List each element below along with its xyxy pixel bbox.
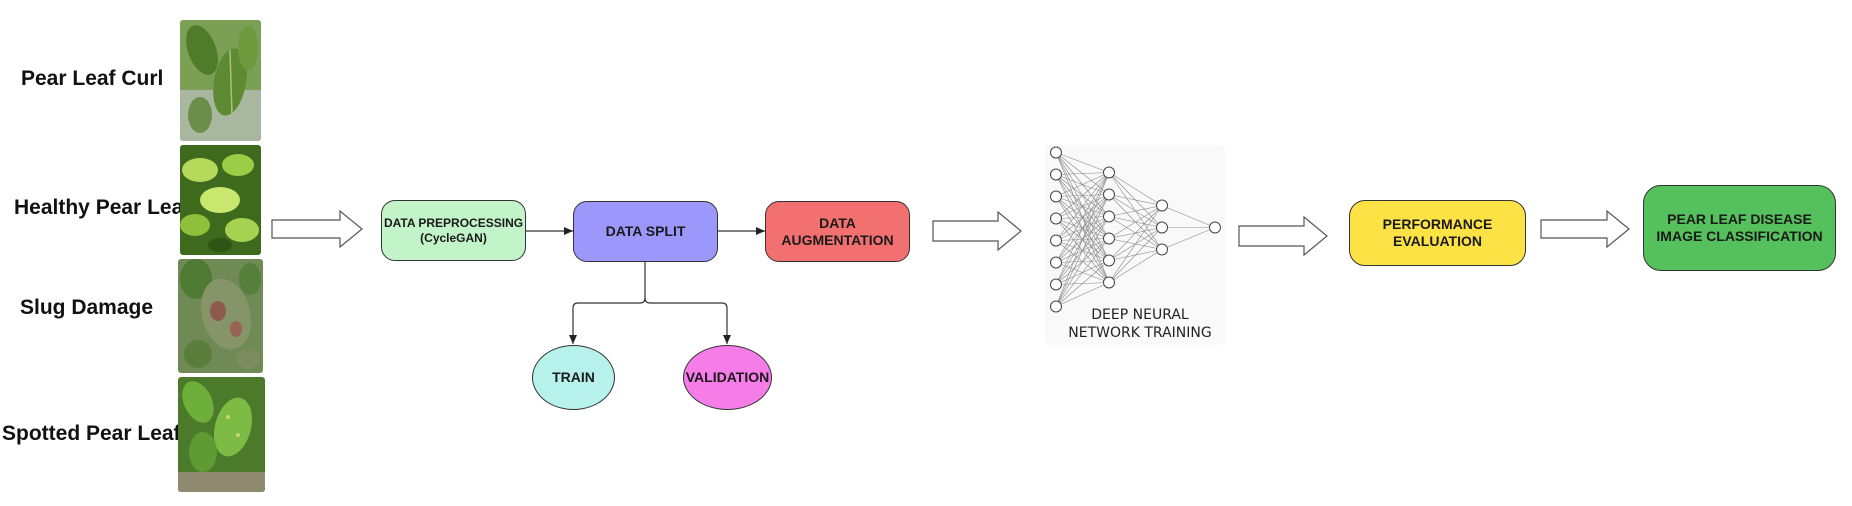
nn-node bbox=[1209, 221, 1221, 234]
performance-evaluation-label: PERFORMANCE EVALUATION bbox=[1382, 216, 1493, 249]
nn-node bbox=[1156, 221, 1168, 234]
nn-edge bbox=[1055, 238, 1110, 307]
nn-edge bbox=[1055, 282, 1110, 307]
data-augmentation-label: DATA AUGMENTATION bbox=[781, 214, 894, 248]
nn-edge bbox=[1108, 205, 1163, 261]
nn-node bbox=[1050, 190, 1062, 203]
nn-edge bbox=[1055, 172, 1110, 241]
nn-node bbox=[1103, 232, 1115, 245]
nn-edge bbox=[1055, 172, 1110, 175]
block-arrow-icon bbox=[271, 209, 363, 249]
nn-node bbox=[1156, 199, 1168, 212]
nn-edge bbox=[1055, 194, 1110, 307]
nn-edge bbox=[1055, 172, 1110, 285]
nn-edge bbox=[1055, 172, 1110, 263]
validation-node: VALIDATION bbox=[683, 345, 772, 410]
nn-node bbox=[1050, 212, 1062, 225]
neural-network-caption: DEEP NEURAL NETWORK TRAINING bbox=[1068, 307, 1212, 342]
leaf-class-label-healthy: Healthy Pear Leaf bbox=[14, 196, 191, 219]
nn-edge bbox=[1055, 172, 1110, 219]
connector-split-to-train bbox=[569, 262, 646, 344]
classification-output-box: PEAR LEAF DISEASE IMAGE CLASSIFICATION bbox=[1643, 185, 1836, 271]
nn-node bbox=[1103, 166, 1115, 179]
nn-node bbox=[1103, 254, 1115, 267]
nn-node bbox=[1050, 146, 1062, 159]
nn-edge bbox=[1108, 172, 1163, 206]
leaf-photo-healthy bbox=[180, 145, 261, 255]
nn-edge bbox=[1055, 172, 1110, 197]
nn-edge bbox=[1108, 205, 1163, 283]
nn-node bbox=[1103, 276, 1115, 289]
leaf-class-label-curl: Pear Leaf Curl bbox=[21, 67, 164, 90]
validation-label: VALIDATION bbox=[685, 369, 770, 386]
nn-edge bbox=[1108, 194, 1163, 206]
leaf-photo-spotted bbox=[178, 377, 265, 492]
nn-edge bbox=[1161, 205, 1216, 228]
train-label: TRAIN bbox=[552, 369, 595, 386]
nn-node bbox=[1103, 210, 1115, 223]
leaf-class-label-spotted: Spotted Pear Leaf bbox=[2, 422, 181, 445]
data-preprocessing-label: DATA PREPROCESSING (CycleGAN) bbox=[383, 216, 524, 245]
nn-edge bbox=[1161, 227, 1216, 250]
nn-edge bbox=[1108, 227, 1163, 283]
nn-edge bbox=[1108, 205, 1163, 217]
nn-edge bbox=[1055, 260, 1110, 307]
nn-node bbox=[1103, 188, 1115, 201]
data-split-box: DATA SPLIT bbox=[573, 201, 718, 262]
nn-node bbox=[1050, 300, 1062, 313]
nn-edge bbox=[1108, 205, 1163, 239]
neural-network-icon bbox=[1050, 146, 1221, 313]
train-node: TRAIN bbox=[532, 345, 615, 410]
nn-node bbox=[1156, 243, 1168, 256]
data-augmentation-box: DATA AUGMENTATION bbox=[765, 201, 910, 262]
nn-edge bbox=[1108, 249, 1163, 283]
classification-output-label: PEAR LEAF DISEASE IMAGE CLASSIFICATION bbox=[1656, 211, 1823, 244]
nn-edge bbox=[1055, 152, 1110, 173]
connector-split-to-validation bbox=[644, 297, 731, 344]
data-split-label: DATA SPLIT bbox=[605, 223, 686, 240]
nn-node bbox=[1050, 234, 1062, 247]
block-arrow-icon bbox=[1540, 209, 1630, 249]
leaf-class-label-slug: Slug Damage bbox=[20, 296, 154, 319]
nn-edge bbox=[1055, 172, 1110, 307]
leaf-photo-curl bbox=[180, 20, 261, 141]
nn-node bbox=[1050, 278, 1062, 291]
nn-node bbox=[1050, 168, 1062, 181]
nn-edge bbox=[1055, 216, 1110, 307]
block-arrow-icon bbox=[1238, 215, 1328, 257]
data-preprocessing-box: DATA PREPROCESSING (CycleGAN) bbox=[381, 200, 526, 261]
nn-node bbox=[1050, 256, 1062, 269]
performance-evaluation-box: PERFORMANCE EVALUATION bbox=[1349, 200, 1526, 266]
block-arrow-icon bbox=[932, 210, 1022, 252]
leaf-photo-slug bbox=[178, 259, 263, 373]
